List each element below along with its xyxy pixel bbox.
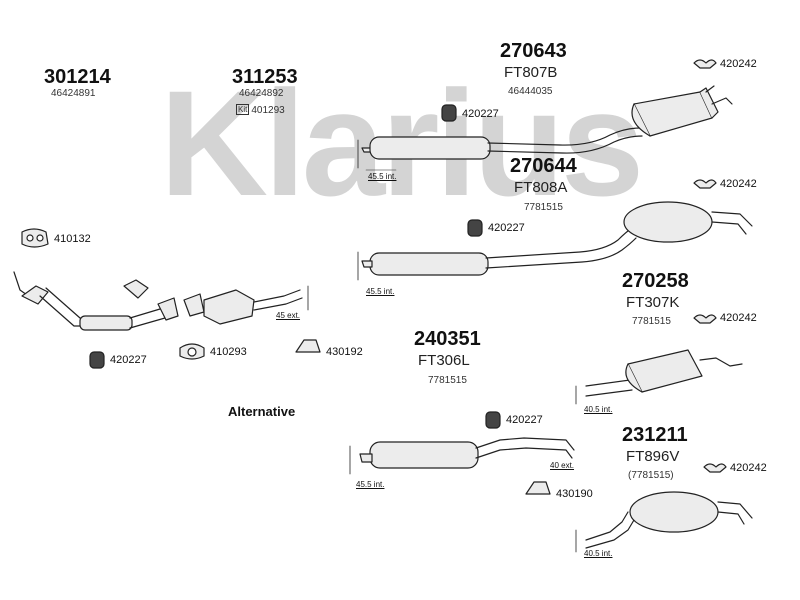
- rear-silencer-270644-drawing: [357, 201, 753, 281]
- front-pipe-drawing: [13, 271, 309, 331]
- hanger-420242-drawings: [693, 59, 727, 473]
- part-420227-left[interactable]: 420227: [110, 354, 147, 366]
- part-number-301214[interactable]: 301214: [44, 66, 111, 88]
- rear-silencer-231211-drawing: [575, 491, 753, 553]
- part-410132[interactable]: 410132: [54, 233, 91, 245]
- oe-number-311253: 46424892: [239, 88, 284, 99]
- oe-number-270644: 7781515: [524, 202, 563, 213]
- part-420227-top[interactable]: 420227: [462, 108, 499, 120]
- oe-number-240351: 7781515: [428, 375, 467, 386]
- rear-silencer-270643-drawing: [357, 85, 733, 171]
- part-number-231211[interactable]: 231211: [622, 424, 688, 446]
- kit-code: 401293: [251, 105, 285, 116]
- oe-number-270643: 46444035: [508, 86, 553, 97]
- part-430190[interactable]: 430190: [556, 488, 593, 500]
- dimension-label-5: 40 ext.: [550, 461, 575, 470]
- gasket-drawings: [21, 228, 551, 495]
- part-420242-top[interactable]: 420242: [720, 58, 757, 70]
- dimension-label-4: 40.5 int.: [584, 405, 613, 414]
- part-430192[interactable]: 430192: [326, 346, 363, 358]
- rear-silencer-270258-drawing: [575, 349, 743, 405]
- part-number-270643[interactable]: 270643: [500, 40, 567, 62]
- dimension-label-3: 45 ext.: [276, 311, 301, 320]
- part-420242-middle[interactable]: 420242: [720, 178, 757, 190]
- ft-code-270643: FT807B: [504, 64, 558, 81]
- part-number-240351[interactable]: 240351: [414, 328, 481, 350]
- ft-code-231211: FT896V: [626, 448, 680, 465]
- mount-420227-drawings: [89, 104, 501, 429]
- part-number-311253[interactable]: 311253: [232, 66, 298, 88]
- alternative-label: Alternative: [228, 404, 296, 419]
- dimension-label-7: 40.5 int.: [584, 549, 613, 558]
- oe-number-231211: (7781515): [628, 470, 674, 481]
- ft-code-270644: FT808A: [514, 179, 568, 196]
- dimension-label-2: 45.5 int.: [366, 287, 395, 296]
- oe-number-270258: 7781515: [632, 316, 671, 327]
- part-420227-middle[interactable]: 420227: [488, 222, 525, 234]
- alternative-silencer-240351-drawing: [349, 437, 575, 475]
- oe-number-301214: 46424891: [51, 88, 96, 99]
- kit-tag: Kit: [236, 104, 250, 115]
- part-number-270644[interactable]: 270644: [510, 155, 577, 177]
- dimension-label-1: 45.5 int.: [368, 172, 397, 181]
- part-420227-alternative[interactable]: 420227: [506, 414, 543, 426]
- part-number-270258[interactable]: 270258: [622, 270, 689, 292]
- ft-code-240351: FT306L: [418, 352, 470, 369]
- part-420242-lower[interactable]: 420242: [720, 312, 757, 324]
- ft-code-270258: FT307K: [626, 294, 680, 311]
- part-420242-bottom[interactable]: 420242: [730, 462, 767, 474]
- part-410293[interactable]: 410293: [210, 346, 247, 358]
- dimension-label-6: 45.5 int.: [356, 480, 385, 489]
